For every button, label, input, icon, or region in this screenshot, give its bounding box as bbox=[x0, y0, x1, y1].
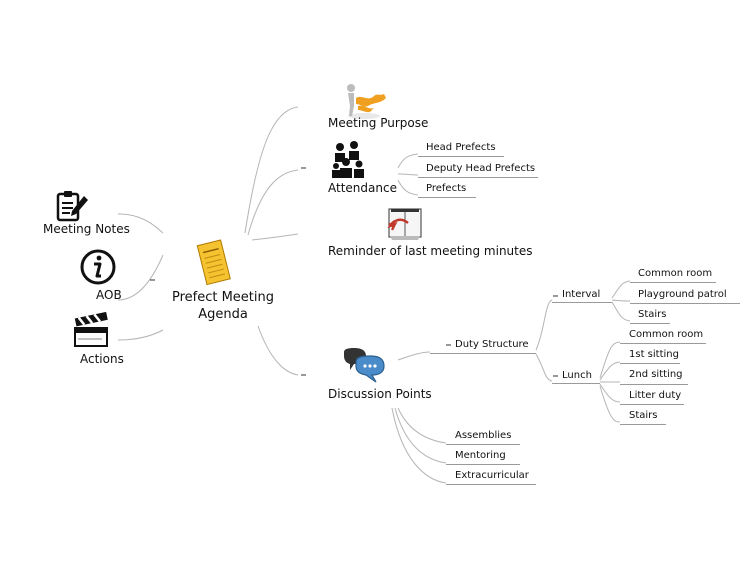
underline bbox=[418, 177, 538, 178]
topic-reminder[interactable]: Reminder of last meeting minutes bbox=[328, 244, 533, 258]
underline bbox=[630, 323, 670, 324]
speech-bubbles-icon bbox=[344, 348, 385, 383]
subtopic-prefects[interactable]: Prefects bbox=[426, 183, 467, 194]
leaf-playground-patrol[interactable]: Playground patrol bbox=[638, 289, 727, 300]
topic-meeting-purpose[interactable]: Meeting Purpose bbox=[328, 116, 429, 130]
leaf-1st-sitting[interactable]: 1st sitting bbox=[629, 349, 679, 360]
topic-actions[interactable]: Actions bbox=[80, 352, 124, 366]
underline bbox=[446, 484, 536, 485]
underline bbox=[446, 444, 520, 445]
subtopic-extracurricular[interactable]: Extracurricular bbox=[455, 470, 529, 481]
underline bbox=[630, 282, 716, 283]
topic-aob[interactable]: AOB bbox=[96, 288, 122, 302]
underline bbox=[620, 384, 688, 385]
calendar-flip-icon bbox=[387, 208, 422, 240]
underline bbox=[620, 424, 666, 425]
underline bbox=[620, 404, 684, 405]
topic-discussion-points[interactable]: Discussion Points bbox=[328, 387, 432, 401]
subtopic-assemblies[interactable]: Assemblies bbox=[455, 430, 512, 441]
underline bbox=[430, 353, 536, 354]
clapperboard-icon bbox=[74, 312, 108, 347]
leaf-lunch-stairs[interactable]: Stairs bbox=[629, 410, 658, 421]
underline bbox=[620, 363, 680, 364]
subtopic-head-prefects[interactable]: Head Prefects bbox=[426, 142, 496, 153]
subtopic-mentoring[interactable]: Mentoring bbox=[455, 450, 506, 461]
underline bbox=[446, 464, 520, 465]
subtopic-lunch[interactable]: Lunch bbox=[562, 370, 592, 381]
underline bbox=[418, 197, 476, 198]
leaf-interval-common-room[interactable]: Common room bbox=[638, 268, 713, 279]
subtopic-duty-structure[interactable]: Duty Structure bbox=[455, 339, 529, 350]
leaf-litter-duty[interactable]: Litter duty bbox=[629, 390, 682, 401]
underline bbox=[620, 343, 706, 344]
underline bbox=[552, 383, 600, 384]
central-topic-line1: Prefect Meeting bbox=[171, 290, 275, 305]
leaf-2nd-sitting[interactable]: 2nd sitting bbox=[629, 369, 683, 380]
topic-meeting-notes[interactable]: Meeting Notes bbox=[43, 222, 130, 236]
people-group-icon bbox=[332, 141, 364, 178]
figure-pointing-icon bbox=[347, 84, 386, 119]
info-icon bbox=[80, 249, 116, 285]
underline bbox=[630, 303, 740, 304]
agenda-note-icon bbox=[196, 239, 231, 286]
central-topic[interactable]: Prefect Meeting Agenda bbox=[170, 289, 276, 323]
central-topic-line2: Agenda bbox=[198, 307, 248, 322]
leaf-lunch-common-room[interactable]: Common room bbox=[629, 329, 704, 340]
underline bbox=[418, 156, 504, 157]
leaf-interval-stairs[interactable]: Stairs bbox=[638, 309, 667, 320]
subtopic-interval[interactable]: Interval bbox=[562, 289, 601, 300]
clipboard-pencil-icon bbox=[56, 191, 88, 222]
subtopic-deputy-head-prefects[interactable]: Deputy Head Prefects bbox=[426, 163, 536, 174]
underline bbox=[552, 302, 612, 303]
topic-attendance[interactable]: Attendance bbox=[328, 181, 397, 195]
